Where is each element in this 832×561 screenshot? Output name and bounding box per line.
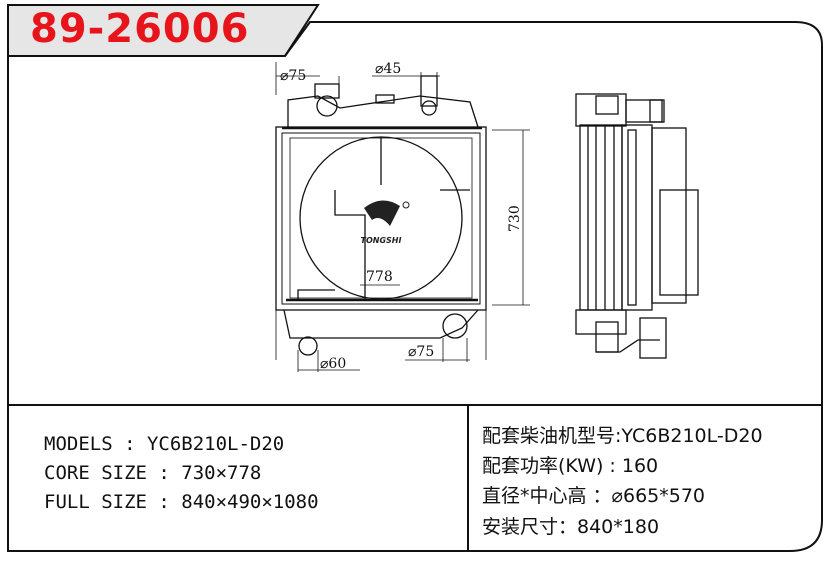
dim-bottom-left-diameter: ⌀60 (320, 356, 346, 372)
svg-text:TONGSHI: TONGSHI (361, 236, 402, 245)
dim-width: 778 (366, 269, 393, 285)
spec-mounting-size: 安装尺寸：840*180 (482, 516, 660, 538)
spec-engine-model: 配套柴油机型号:YC6B210L-D20 (482, 425, 763, 447)
spec-power: 配套功率(KW) : 160 (482, 455, 659, 477)
dim-top-left-diameter: ⌀75 (280, 68, 306, 84)
part-number-title: 89-26006 (30, 6, 250, 52)
side-view-core (579, 124, 623, 311)
dim-height: 730 (507, 205, 523, 232)
radiator-technical-drawing: TONGSHI ⌀75 ⌀45 730 778 ⌀60 ⌀75 (275, 61, 699, 372)
spec-full-size: FULL SIZE : 840×490×1080 (44, 491, 319, 513)
dim-bottom-mid-diameter: ⌀75 (408, 344, 434, 360)
dim-top-mid-diameter: ⌀45 (375, 61, 401, 77)
spec-models: MODELS : YC6B210L-D20 (44, 433, 285, 455)
spec-core-size: CORE SIZE : 730×778 (44, 462, 262, 484)
tongshi-logo: TONGSHI (361, 200, 410, 245)
spec-diameter-center-height: 直径*中心高 ：⌀665*570 (482, 485, 706, 507)
